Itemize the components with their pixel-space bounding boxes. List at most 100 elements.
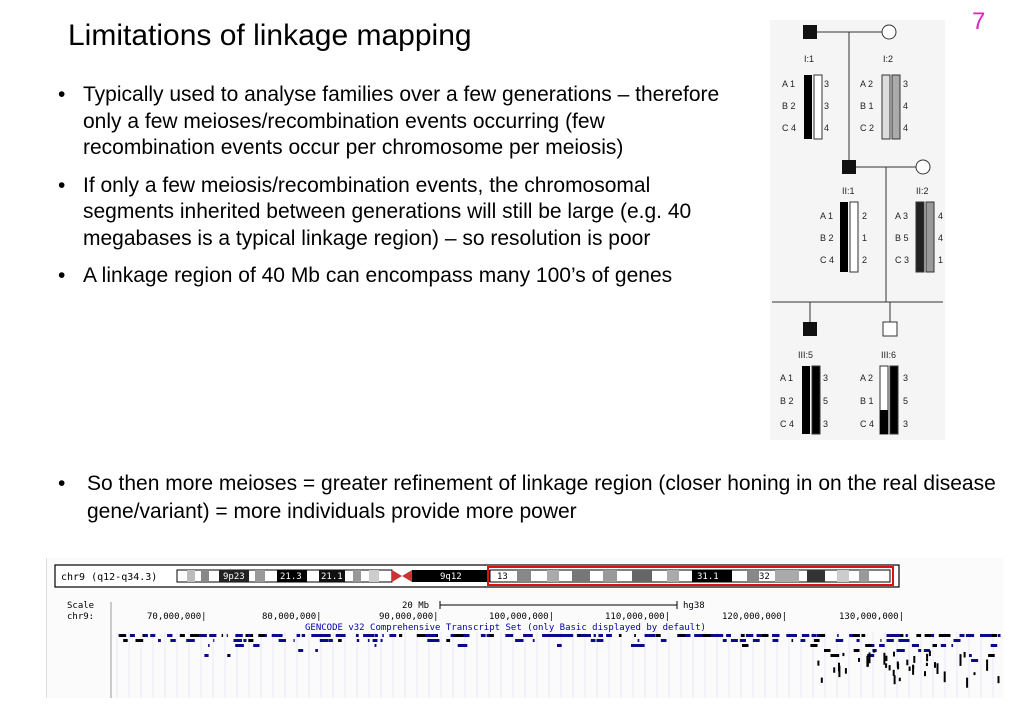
gene-glyph <box>820 677 823 683</box>
ideogram: 9p23 21.3 21.1 9q12 13 31.1 32 <box>176 566 894 586</box>
gene-glyph <box>455 634 464 637</box>
individual-id: II:1 <box>842 186 855 196</box>
gene-glyph <box>489 634 494 637</box>
gene-glyph <box>258 634 265 637</box>
gene-glyph <box>973 672 976 676</box>
gene-glyph <box>793 634 797 637</box>
female-unaffected-symbol <box>881 24 897 40</box>
gene-glyph <box>837 634 839 637</box>
band <box>187 570 195 582</box>
band-9p23 <box>219 570 249 582</box>
gene-glyph <box>801 634 810 637</box>
gene-glyph <box>902 639 910 642</box>
gene-glyph <box>819 634 826 637</box>
haplotype-bar <box>813 74 823 140</box>
gene-glyph <box>986 659 989 671</box>
gene-glyph <box>893 675 896 685</box>
band-label: 9q12 <box>440 572 462 582</box>
marker-label: C 4 <box>820 255 834 265</box>
gene-glyph <box>896 634 903 637</box>
gene-glyph <box>866 659 869 667</box>
gene-glyph <box>896 649 905 652</box>
bottom-bullet-item: So then more meioses = greater refinemen… <box>56 470 996 526</box>
gene-glyph <box>431 639 440 642</box>
gene-glyph <box>204 654 209 657</box>
gene-glyph <box>428 634 437 637</box>
gene-glyph <box>918 649 922 652</box>
gene-glyph <box>678 634 686 637</box>
gene-glyph <box>374 634 378 637</box>
gene-glyph <box>248 639 254 642</box>
gene-glyph <box>900 634 904 637</box>
gene-glyph <box>752 639 760 642</box>
allele-label: 4 <box>938 233 943 243</box>
gene-glyph <box>566 634 571 637</box>
gene-glyph <box>557 644 562 647</box>
gene-glyph <box>932 644 937 647</box>
band-label: 31.1 <box>697 572 719 582</box>
gene-glyph <box>446 639 451 642</box>
gene-track <box>116 632 1001 698</box>
gene-glyph <box>730 639 738 642</box>
gene-glyph <box>858 657 860 662</box>
gene-glyph <box>833 667 836 673</box>
gene-glyph <box>618 634 622 637</box>
male-affected-symbol <box>803 25 817 39</box>
bottom-bullet-list: So then more meioses = greater refinemen… <box>56 470 996 526</box>
gene-glyph <box>871 644 875 647</box>
gene-glyph <box>507 634 512 637</box>
gene-glyph <box>913 655 916 663</box>
haplotype-bar <box>802 366 810 434</box>
allele-label: 3 <box>823 419 828 429</box>
gene-glyph <box>380 639 383 642</box>
gene-glyph <box>787 634 795 637</box>
gene-glyph <box>298 649 304 652</box>
gene-glyph <box>741 634 745 637</box>
gene-glyph <box>892 669 895 676</box>
gene-glyph <box>923 649 930 652</box>
marker-label: B 2 <box>782 101 796 111</box>
gene-glyph <box>660 639 667 642</box>
scale-label: Scale <box>67 601 94 611</box>
male-unaffected-symbol <box>882 321 898 337</box>
gene-glyph <box>570 634 574 637</box>
gene-glyph <box>553 634 560 637</box>
allele-label: 1 <box>938 255 943 265</box>
selected-region-box[interactable] <box>487 566 894 586</box>
haplotype-bar <box>889 365 899 435</box>
gene-glyph <box>810 644 818 647</box>
assembly-label: hg38 <box>683 601 705 611</box>
gene-glyph <box>715 634 724 637</box>
band <box>747 570 759 582</box>
gene-glyph <box>263 634 267 637</box>
band <box>859 570 869 582</box>
slide-number: 7 <box>972 8 986 35</box>
chromosome-label: chr9 (q12-q34.3) <box>61 572 157 583</box>
band <box>603 570 617 582</box>
band <box>517 570 531 582</box>
gene-glyph <box>651 634 656 637</box>
gene-glyph <box>745 634 748 637</box>
band <box>255 570 265 582</box>
gene-glyph <box>980 634 987 637</box>
allele-label: 3 <box>903 79 908 89</box>
allele-label: 3 <box>824 79 829 89</box>
gene-glyph <box>830 654 840 657</box>
gene-glyph <box>940 644 947 647</box>
gene-glyph <box>186 639 195 642</box>
gene-glyph <box>800 639 806 642</box>
gene-glyph <box>965 634 975 637</box>
gene-glyph <box>590 639 596 642</box>
gene-glyph <box>865 644 874 647</box>
band <box>353 570 361 582</box>
gene-glyph <box>356 639 360 642</box>
gene-glyph <box>853 649 860 652</box>
individual-id: II:2 <box>916 186 929 196</box>
haplotype-bar <box>915 201 925 273</box>
allele-label: 3 <box>903 373 908 383</box>
gene-glyph <box>607 634 612 637</box>
gene-glyph <box>924 671 926 677</box>
gene-glyph <box>598 634 603 637</box>
female-unaffected-symbol <box>915 159 931 175</box>
gene-glyph <box>390 634 397 637</box>
